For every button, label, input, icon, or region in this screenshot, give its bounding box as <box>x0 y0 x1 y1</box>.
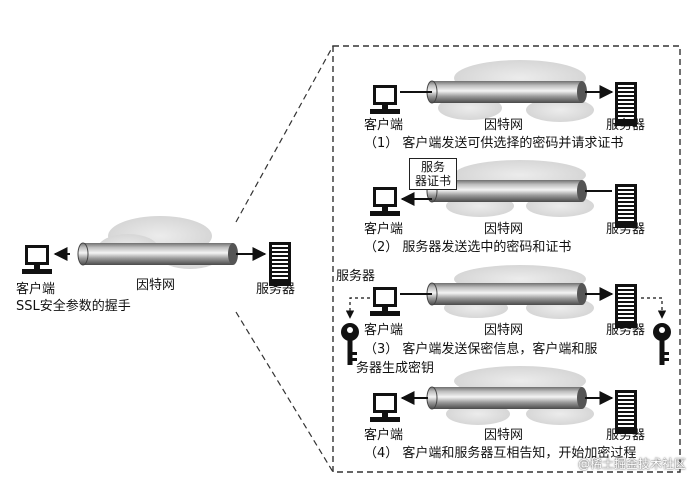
step4-client-label: 客户端 <box>364 428 404 443</box>
overview-computer-icon <box>22 245 52 274</box>
step3-pipe-icon <box>426 282 587 306</box>
overview-pipe-icon <box>77 242 238 266</box>
step3-client-key-icon <box>341 323 359 365</box>
step1-pipe-icon <box>426 80 587 104</box>
step1-client-label: 客户端 <box>364 118 404 133</box>
cert-line-1: 服务 <box>420 160 445 174</box>
step3-top-left-label: 服务器 <box>336 269 376 284</box>
step4-pipe-icon <box>426 386 587 410</box>
overview-client-label: 客户端 <box>16 282 56 297</box>
step4-internet-label: 因特网 <box>484 428 524 443</box>
step1-server-label: 服务器 <box>606 118 646 133</box>
zoom-line-bottom <box>235 311 334 473</box>
overview-server-label: 服务器 <box>256 282 296 297</box>
server-certificate-badge: 服务 器证书 <box>409 158 457 190</box>
step2-caption: （2） 服务器发送选中的密码和证书 <box>364 240 572 255</box>
watermark: @稀土掘金技术社区 <box>577 457 686 471</box>
step3-caption-line1: （3） 客户端发送保密信息，客户端和服 <box>364 342 598 357</box>
step2-server-label: 服务器 <box>606 222 646 237</box>
step2-client-label: 客户端 <box>364 222 404 237</box>
cert-line-2: 器证书 <box>414 174 451 188</box>
step2-computer-icon <box>370 187 400 216</box>
step3-server-key-icon <box>653 323 671 365</box>
step3-server-label: 服务器 <box>606 323 646 338</box>
step1-computer-icon <box>370 85 400 114</box>
step3-client-label: 客户端 <box>364 323 404 338</box>
step1-internet-label: 因特网 <box>484 118 524 133</box>
step3-computer-icon <box>370 287 400 316</box>
step3-server-icon <box>615 284 637 328</box>
step3-server-key-link <box>641 297 667 319</box>
zoom-line-top <box>235 45 334 223</box>
step1-caption: （1） 客户端发送可供选择的密码并请求证书 <box>364 136 624 151</box>
step4-caption: （4） 客户端和服务器互相告知，开始加密过程 <box>364 446 637 461</box>
step3-client-key-link <box>345 297 370 319</box>
step2-internet-label: 因特网 <box>484 222 524 237</box>
step3-internet-label: 因特网 <box>484 323 524 338</box>
step4-server-label: 服务器 <box>606 428 646 443</box>
overview-internet-label: 因特网 <box>136 278 176 293</box>
steps-frame <box>332 45 681 473</box>
step4-computer-icon <box>370 393 400 422</box>
overview-caption: SSL安全参数的握手 <box>16 299 131 314</box>
step3-caption-line2: 务器生成密钥 <box>356 361 435 376</box>
overview-server-icon <box>269 242 291 286</box>
